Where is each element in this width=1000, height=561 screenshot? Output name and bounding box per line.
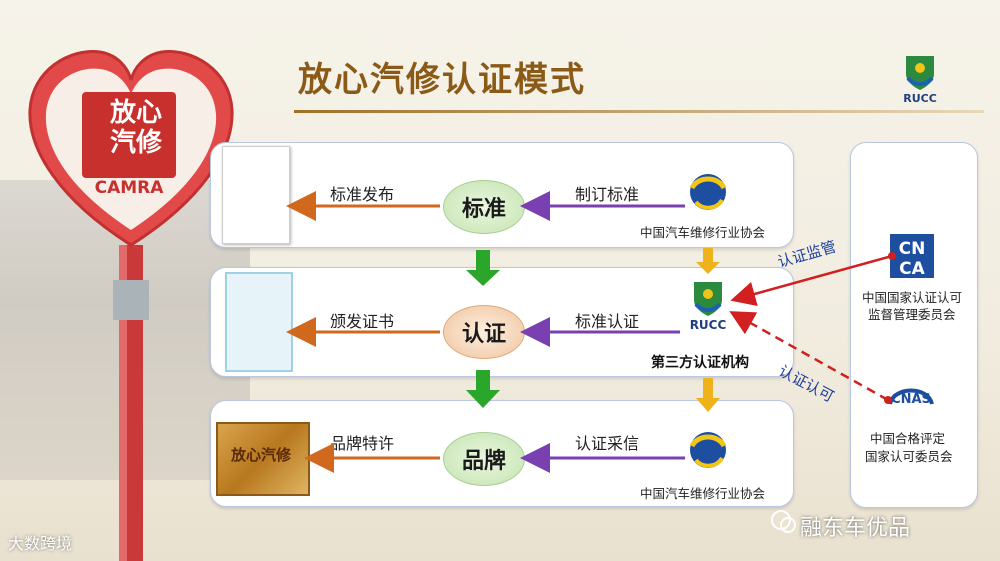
watermark-left: 大数跨境 bbox=[8, 530, 72, 554]
arrow-yellow-down-2 bbox=[696, 378, 720, 412]
arrow-green-down-2 bbox=[466, 370, 500, 408]
arrow-green-down-1 bbox=[466, 250, 500, 286]
arrow-red-supervise bbox=[740, 256, 892, 298]
arrow-yellow-down-1 bbox=[696, 248, 720, 274]
wechat-icon bbox=[770, 508, 798, 536]
watermark-right: 融东车优品 bbox=[800, 510, 910, 542]
